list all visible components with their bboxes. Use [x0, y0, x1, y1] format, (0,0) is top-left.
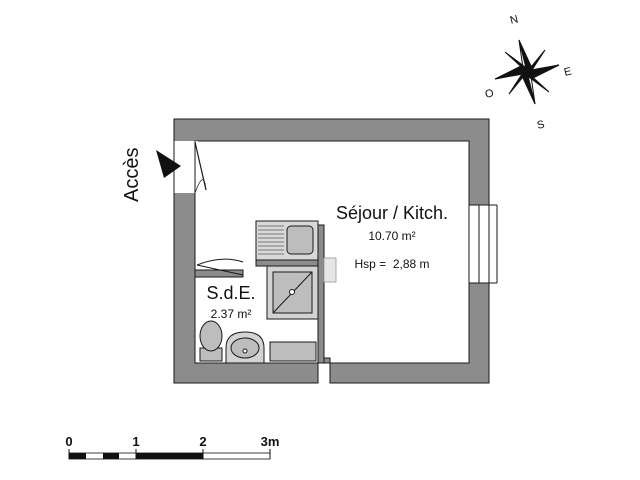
compass-south-label: S — [536, 118, 546, 131]
access-arrow-icon — [156, 150, 181, 178]
compass-east-label: E — [563, 65, 573, 78]
scale-bar: 0 1 2 3m — [65, 434, 280, 460]
scale-tick-3: 3m — [261, 434, 280, 449]
scale-tick-2: 2 — [199, 434, 206, 449]
compass-north-label: N — [509, 13, 520, 27]
sink-basin — [286, 225, 314, 255]
toilet — [199, 320, 223, 362]
living-room-area: 10.70 m² — [368, 229, 415, 243]
scale-tick-0: 0 — [65, 434, 72, 449]
bathroom-area: 2.37 m² — [211, 307, 252, 321]
living-room-name: Séjour / Kitch. — [336, 203, 448, 223]
living-room-ceiling-height: Hsp = 2,88 m — [354, 257, 429, 271]
kitchen-appliance — [323, 257, 337, 283]
scale-tick-1: 1 — [132, 434, 139, 449]
interior-partitions — [194, 224, 325, 364]
bathroom-name: S.d.E. — [206, 283, 255, 303]
storage-unit — [269, 341, 317, 362]
compass-star-icon — [494, 39, 560, 105]
window — [468, 204, 498, 284]
compass-west-label: O — [484, 87, 496, 101]
shower-tray — [266, 265, 319, 320]
compass-rose: N E S O — [484, 13, 573, 132]
access-label: Accès — [121, 148, 143, 202]
kitchen-sink-unit — [255, 220, 319, 261]
bathroom-door — [196, 258, 244, 276]
exterior-walls — [173, 118, 490, 384]
washbasin — [225, 331, 265, 364]
